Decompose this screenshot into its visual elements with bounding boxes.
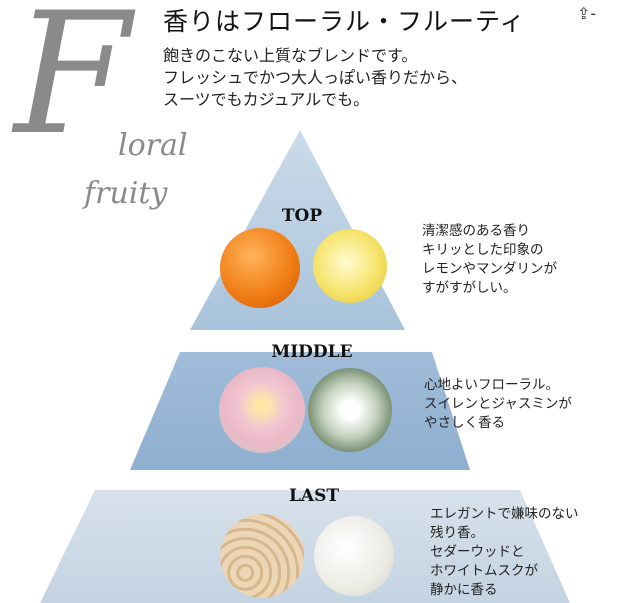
- desc-line: レモンやマンダリンが: [422, 261, 557, 277]
- tier-label-last: LAST: [288, 486, 340, 506]
- desc-line: 静かに香る: [430, 582, 498, 598]
- white-musk-image: [314, 516, 394, 596]
- intro-line: スーツでもカジュアルでも。: [163, 90, 370, 109]
- intro-line: 飽きのこない上質なブレンドです。: [163, 46, 418, 65]
- desc-line: やさしく香る: [424, 415, 505, 431]
- lemon-image: [313, 229, 387, 303]
- mandarin-image: [220, 228, 300, 308]
- cedarwood-image: [220, 514, 304, 598]
- intro-text: 飽きのこない上質なブレンドです。 フレッシュでかつ大人っぽい香りだから、 スーツ…: [163, 45, 467, 111]
- water-lily-image: [219, 367, 305, 453]
- tier-description-top: 清潔感のある香り キリッとした印象の レモンやマンダリンが すがすがしい。: [422, 222, 557, 298]
- page-title: 香りはフローラル・フルーティ: [163, 7, 526, 36]
- desc-line: 清潔感のある香り: [422, 223, 530, 239]
- logo-word-fruity: fruity: [84, 176, 168, 211]
- share-icon[interactable]: ⇪-: [577, 4, 597, 23]
- logo-letter-f: F: [14, 0, 131, 172]
- desc-line: セダーウッドと: [430, 544, 525, 560]
- tier-description-last: エレガントで嫌味のない 残り香。 セダーウッドと ホワイトムスクが 静かに香る: [430, 505, 579, 600]
- desc-line: 残り香。: [430, 525, 484, 541]
- desc-line: すがすがしい。: [422, 280, 517, 296]
- tier-label-middle: MIDDLE: [271, 342, 353, 362]
- intro-line: フレッシュでかつ大人っぽい香りだから、: [163, 68, 468, 87]
- tier-label-top: TOP: [281, 206, 323, 226]
- desc-line: ホワイトムスクが: [430, 563, 538, 579]
- desc-line: キリッとした印象の: [422, 242, 544, 258]
- logo-word-floral: loral: [118, 128, 188, 163]
- jasmine-image: [308, 368, 392, 452]
- desc-line: 心地よいフローラル。: [424, 377, 559, 393]
- desc-line: スイレンとジャスミンが: [424, 396, 572, 412]
- desc-line: エレガントで嫌味のない: [430, 506, 579, 522]
- tier-description-middle: 心地よいフローラル。 スイレンとジャスミンが やさしく香る: [424, 376, 572, 433]
